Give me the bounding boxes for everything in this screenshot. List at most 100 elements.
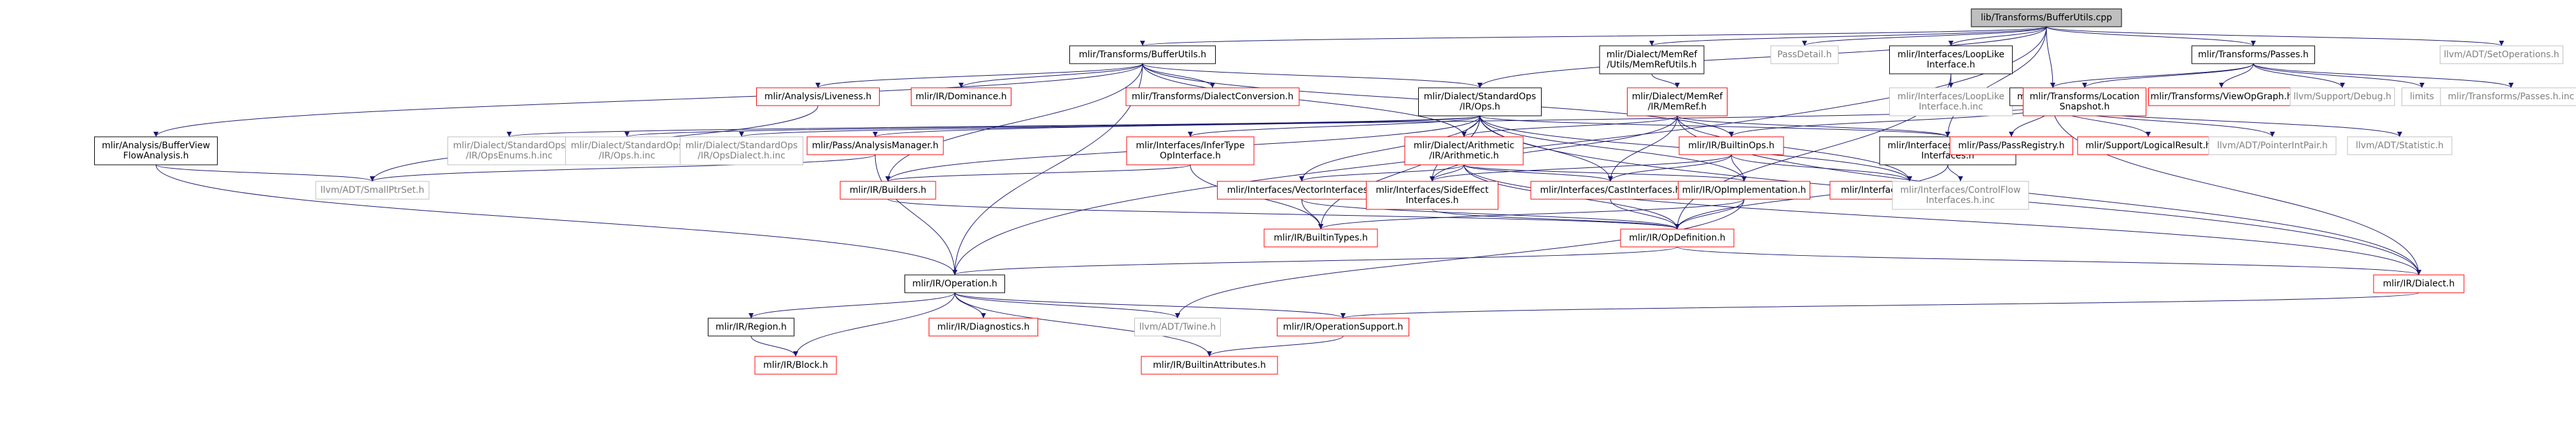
node-label: limits [2410,92,2434,102]
node-viewopgraph[interactable]: mlir/Transforms/ViewOpGraph.h [2148,87,2295,106]
node-cfinc[interactable]: mlir/Interfaces/ControlFlowInterfaces.h.… [1892,181,2029,210]
node-box [447,136,571,165]
node-limits[interactable]: limits [2402,87,2442,106]
node-dominance[interactable]: mlir/IR/Dominance.h [911,87,1011,106]
node-builtinattrs[interactable]: mlir/IR/BuiltinAttributes.h [1141,356,1278,375]
node-label: mlir/IR/OpDefinition.h [1629,233,1725,243]
node-opsenums[interactable]: mlir/Dialect/StandardOps/IR/OpsEnums.h.i… [447,136,571,165]
edge-passh-to-dialecth [2052,105,2421,276]
node-block[interactable]: mlir/IR/Block.h [754,356,837,375]
node-label: mlir/Interfaces/InferType [1136,141,1244,151]
node-box [2023,87,2146,116]
node-memrefh[interactable]: mlir/Dialect/MemRef/IR/MemRef.h [1627,87,1728,116]
node-dialectconv[interactable]: mlir/Transforms/DialectConversion.h [1125,87,1300,106]
node-label: mlir/Interfaces/ControlFlow [1900,185,2020,195]
node-layer: lib/Transforms/BufferUtils.cpp mlir/Trans… [94,8,2576,375]
node-liveness[interactable]: mlir/Analysis/Liveness.h [756,87,880,106]
node-arith[interactable]: mlir/Dialect/Arithmetic/IR/Arithmetic.h [1404,136,1524,165]
node-diagnostics[interactable]: mlir/IR/Diagnostics.h [929,318,1038,337]
node-builtintypes[interactable]: mlir/IR/BuiltinTypes.h [1263,228,1378,248]
node-opsupport[interactable]: mlir/IR/OperationSupport.h [1277,318,1409,337]
node-opsdialect[interactable]: mlir/Dialect/StandardOps/IR/OpsDialect.h… [680,136,803,165]
node-twine[interactable]: llvm/ADT/Twine.h [1134,318,1221,337]
node-label: mlir/Transforms/Passes.h [2198,50,2309,60]
edge-bufferutils-to-dominance [959,63,1143,88]
edge-root-to-passh [2046,26,2055,88]
node-opdef[interactable]: mlir/IR/OpDefinition.h [1620,228,1735,248]
edge-bufferutils-to-builders [885,63,1143,182]
edge-tpasses-to-passesinc [2253,63,2514,88]
node-box [315,181,430,200]
node-label: mlir/Dialect/Arithmetic [1414,141,1514,151]
node-builders[interactable]: mlir/IR/Builders.h [840,181,936,200]
node-box [1770,45,1839,64]
edge-vectorif-to-opdef [1301,199,1680,230]
node-label: Interfaces.h.inc [1926,195,1995,206]
node-dialecth[interactable]: mlir/IR/Dialect.h [2373,274,2465,293]
node-label: mlir/Interfaces/LoopLike [1897,92,2004,102]
node-box [94,136,218,165]
node-label: mlir/IR/BuiltinOps.h [1688,141,1775,151]
edge-operation-to-block [793,292,955,357]
edge-opsupport-to-builtinattrs [1207,335,1344,357]
node-statistic[interactable]: llvm/ADT/Statistic.h [2347,136,2453,155]
node-opshinc[interactable]: mlir/Dialect/StandardOps/IR/Ops.h.inc [565,136,689,165]
edge-infertype-to-builders [885,164,1191,182]
node-vectorif[interactable]: mlir/Interfaces/VectorInterfaces.h [1217,181,1386,200]
edge-root-to-memrefutils [1649,26,2047,46]
node-region[interactable]: mlir/IR/Region.h [708,318,794,337]
node-label: Interface.h.inc [1919,102,1983,112]
node-label: mlir/Pass/AnalysisManager.h [812,141,939,151]
edge-builtinops-to-castif [1608,154,1732,182]
node-box [1627,87,1728,116]
node-logicalresult[interactable]: mlir/Support/LogicalResult.h [2077,136,2220,155]
node-box [1366,181,1498,210]
node-analysismgr[interactable]: mlir/Pass/AnalysisManager.h [806,136,944,155]
node-label: mlir/IR/Block.h [763,360,828,370]
node-label: llvm/ADT/Statistic.h [2356,141,2444,151]
node-label: OpInterface.h [1160,151,1221,161]
edge-root-to-setops [2046,26,2504,46]
node-root[interactable]: lib/Transforms/BufferUtils.cpp [1971,8,2122,27]
edge-bufferutils-to-stdops [1142,63,1482,88]
edge-tpasses-to-locsnap [2082,63,2254,88]
node-smallptrset[interactable]: llvm/ADT/SmallPtrSet.h [315,181,430,200]
node-box [2290,87,2395,106]
edge-tpasses-to-viewopgraph [2219,63,2254,88]
edge-memrefutils-to-memrefh [1651,73,1680,88]
node-memrefutils[interactable]: mlir/Dialect/MemRef/Utils/MemRefUtils.h [1599,45,1705,74]
node-label: mlir/IR/Builders.h [850,185,927,195]
node-setops[interactable]: llvm/ADT/SetOperations.h [2440,45,2563,64]
edge-dialecth-to-opsupport [1341,292,2419,319]
node-box [904,274,1005,293]
node-bufferutils[interactable]: mlir/Transforms/BufferUtils.h [1069,45,1216,64]
node-debugh[interactable]: llvm/Support/Debug.h [2290,87,2395,106]
node-opimpl[interactable]: mlir/IR/OpImplementation.h [1678,181,1810,200]
node-label: Interfaces.h [1405,195,1458,206]
node-box [1620,228,1735,248]
edge-builtinops-to-opimpl [1731,154,1747,182]
node-box [1263,228,1378,248]
node-box [2192,45,2315,64]
edge-tpasses-to-passh [2050,63,2254,88]
node-label: llvm/ADT/SmallPtrSet.h [321,185,425,195]
node-tpasses[interactable]: mlir/Transforms/Passes.h [2192,45,2315,64]
node-passregistry[interactable]: mlir/Pass/PassRegistry.h [1950,136,2073,155]
edge-layer [153,26,2514,357]
node-passesinc[interactable]: mlir/Transforms/Passes.h.inc [2440,87,2576,106]
node-passdetail[interactable]: PassDetail.h [1770,45,1839,64]
node-builtinops[interactable]: mlir/IR/BuiltinOps.h [1679,136,1784,155]
node-stdops[interactable]: mlir/Dialect/StandardOps/IR/Ops.h [1418,87,1542,116]
edge-builders-to-opdef [887,199,1680,230]
node-label: llvm/ADT/SetOperations.h [2444,50,2559,60]
node-label: mlir/Transforms/ViewOpGraph.h [2151,92,2293,102]
node-operation[interactable]: mlir/IR/Operation.h [904,274,1005,293]
node-pointerintpair[interactable]: llvm/ADT/PointerIntPair.h [2208,136,2337,155]
node-castif[interactable]: mlir/Interfaces/CastInterfaces.h [1530,181,1691,200]
